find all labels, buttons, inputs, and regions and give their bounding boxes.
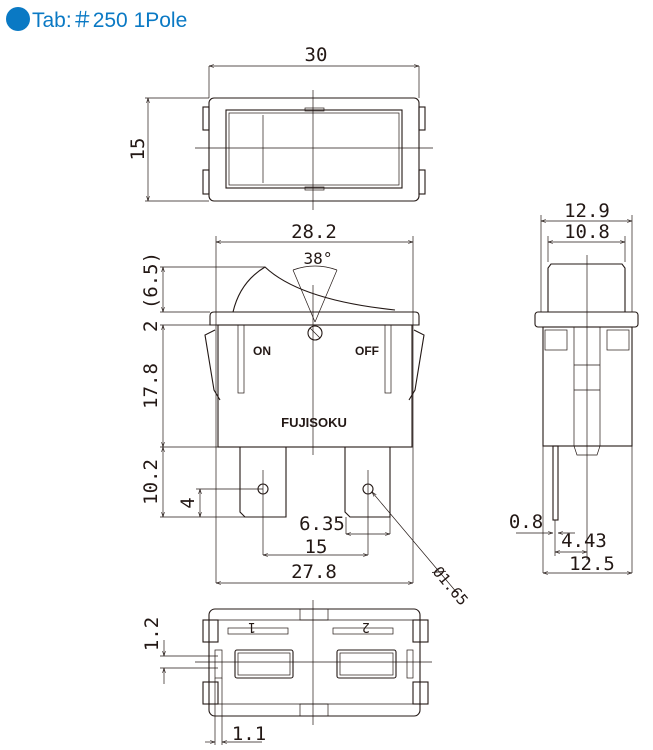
top-view: 30 15 bbox=[127, 44, 433, 210]
dim-body-depth: 12.5 bbox=[569, 553, 615, 575]
drawing-title: Tab:＃250 1Pole bbox=[6, 4, 187, 34]
terminal-2-label: 2 bbox=[362, 619, 370, 634]
dim-angle: 38° bbox=[304, 249, 333, 268]
dim-overall-width: 28.2 bbox=[291, 221, 337, 243]
bullet-icon bbox=[6, 7, 30, 31]
dim-tab-offset: 4.43 bbox=[561, 530, 607, 552]
dim-tab-width: 6.35 bbox=[299, 513, 345, 535]
dim-body-height: 17.8 bbox=[140, 363, 162, 409]
dim-terminal-length: 10.2 bbox=[140, 459, 162, 505]
dim-cap-width: 10.8 bbox=[564, 221, 610, 243]
dim-body-width: 27.8 bbox=[291, 561, 337, 583]
dim-pitch: 15 bbox=[305, 536, 328, 558]
brand-label: FUJISOKU bbox=[281, 415, 347, 430]
dim-height: 15 bbox=[127, 138, 149, 161]
dim-wall: 1.1 bbox=[232, 723, 266, 745]
label-on: ON bbox=[253, 344, 271, 358]
side-view: 12.9 10.8 0.8 4.43 12.5 bbox=[509, 200, 639, 575]
dim-tab-thickness: 0.8 bbox=[509, 511, 543, 533]
dim-rocker-height: 2 (6.5) bbox=[140, 252, 162, 332]
title-text: Tab:＃250 1Pole bbox=[32, 9, 188, 32]
dim-width: 30 bbox=[305, 44, 328, 66]
dim-flange-width: 12.9 bbox=[564, 200, 610, 222]
dim-hole-dia: Ø1.65 bbox=[429, 563, 472, 609]
front-view: 28.2 38° ON OFF FUJISOKU bbox=[140, 221, 472, 609]
dim-hole-offset: 4 bbox=[177, 497, 199, 508]
terminal-1-label: 1 bbox=[248, 619, 256, 634]
dim-gap: 1.2 bbox=[141, 617, 163, 651]
bottom-view: 1 2 1.2 1.1 bbox=[141, 600, 432, 745]
label-off: OFF bbox=[355, 344, 379, 358]
